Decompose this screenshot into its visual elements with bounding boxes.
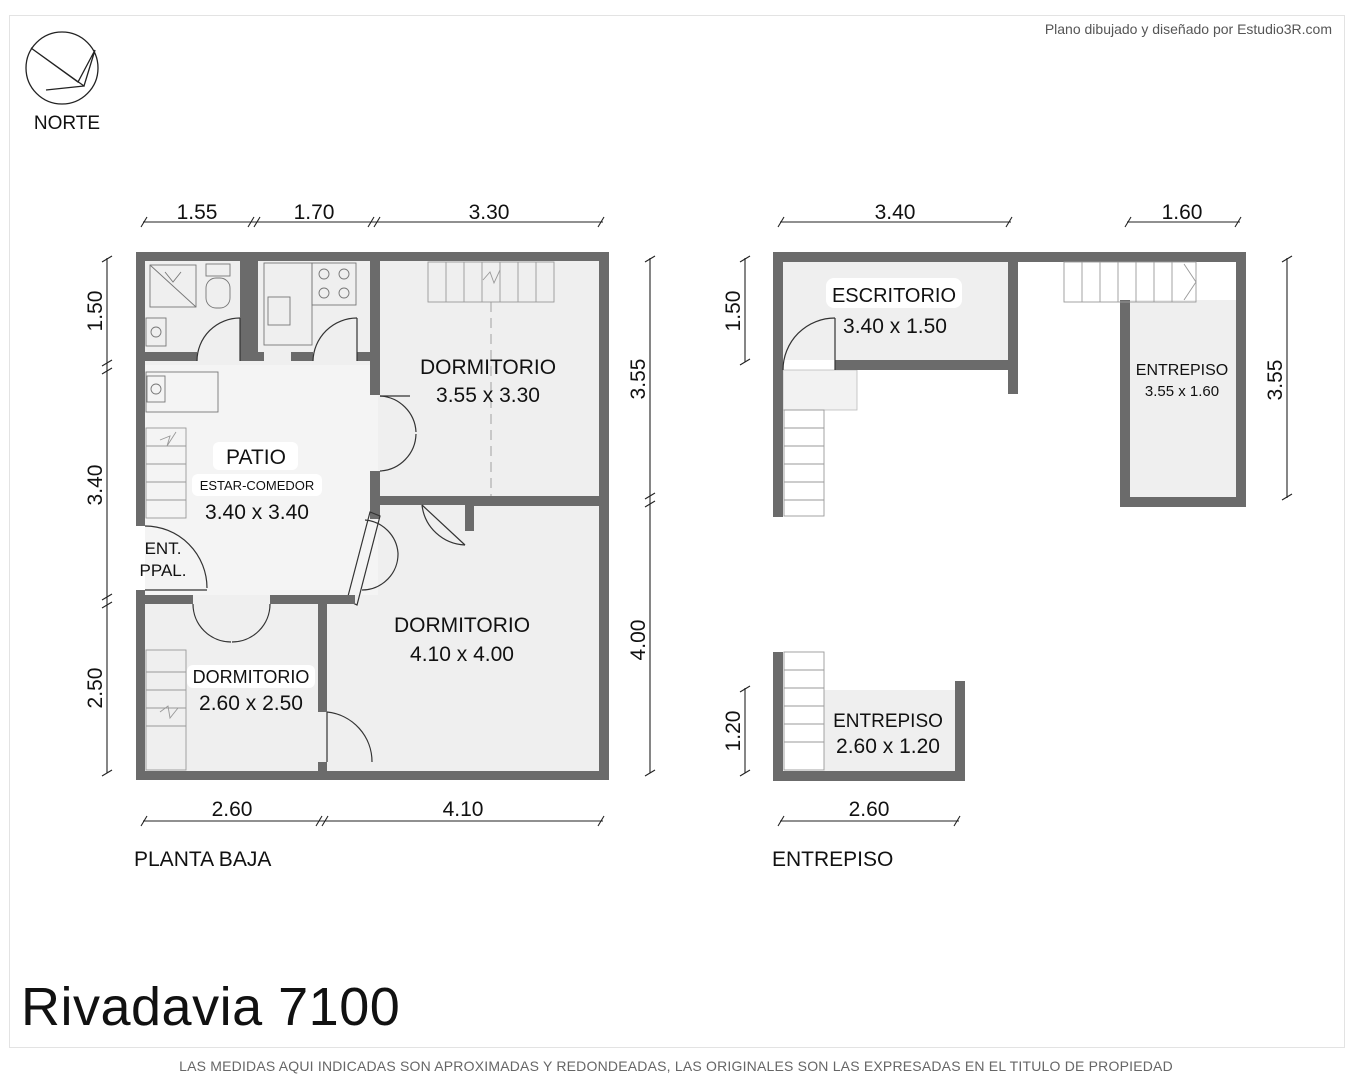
ep-entrepiso-bottom-size: 2.60 x 1.20: [836, 735, 940, 758]
pb-wall-east: [599, 252, 609, 780]
pb-wall-west-upper: [136, 252, 145, 526]
ep-escritorio-size: 3.40 x 1.50: [843, 315, 947, 338]
pb-dorm-sw-name: DORMITORIO: [193, 667, 310, 687]
ep-entrepiso-right-name: ENTREPISO: [1136, 362, 1228, 379]
ep-escritorio-name: ESCRITORIO: [832, 285, 956, 307]
ep-dim-top-1: 3.40: [875, 201, 916, 224]
disclaimer-text: LAS MEDIDAS AQUI INDICADAS SON APROXIMAD…: [179, 1058, 1173, 1074]
ep-dim-top-2: 1.60: [1162, 201, 1203, 224]
ep-wall-west: [773, 252, 783, 517]
ep-entrepiso-bottom-name: ENTREPISO: [833, 711, 943, 732]
pb-dorm-sw-size: 2.60 x 2.50: [199, 692, 303, 715]
pb-entrance-line1: ENT.: [145, 539, 182, 558]
pb-dim-top-2: 1.70: [294, 201, 335, 224]
property-address: Rivadavia 7100: [21, 977, 401, 1037]
pb-dim-bottom-1: 2.60: [212, 798, 253, 821]
pb-wall-north: [136, 252, 609, 261]
pb-dim-left-2: 3.40: [84, 465, 107, 506]
ep-dim-right-1: 3.55: [1264, 360, 1287, 401]
pb-dim-left-3: 2.50: [84, 668, 107, 709]
ep-dim-left-1: 1.50: [722, 291, 745, 332]
pb-dim-right-1: 3.55: [627, 359, 650, 400]
planta-baja-plan: [136, 252, 609, 780]
ep-entrepiso-right-size: 3.55 x 1.60: [1145, 383, 1219, 400]
pb-dorm-ne-size: 3.55 x 3.30: [436, 384, 540, 407]
pb-plan-title: PLANTA BAJA: [134, 848, 271, 871]
pb-entrance-line2: PPAL.: [140, 561, 187, 580]
pb-wall-south: [136, 771, 609, 780]
pb-dim-bottom-2: 4.10: [443, 798, 484, 821]
ep-dimension-lines: [739, 216, 1293, 827]
north-label: NORTE: [34, 113, 100, 134]
pb-wall-west-lower: [136, 590, 145, 780]
credit-text: Plano dibujado y diseñado por Estudio3R.…: [1044, 21, 1332, 37]
pb-dorm-se-name: DORMITORIO: [394, 614, 530, 637]
ep-wall-east: [1236, 252, 1246, 507]
ep-dim-left-2: 1.20: [722, 711, 745, 752]
pb-dim-top-3: 3.30: [469, 201, 510, 224]
pb-dim-left-1: 1.50: [84, 291, 107, 332]
pb-dim-right-2: 4.00: [627, 620, 650, 661]
ep-dim-bottom-1: 2.60: [849, 798, 890, 821]
pb-patio-name: PATIO: [226, 446, 286, 469]
north-arrow-icon: [25, 31, 99, 105]
entrepiso-plan: [773, 252, 1246, 781]
pb-dim-top-1: 1.55: [177, 201, 218, 224]
pb-patio-sub: ESTAR-COMEDOR: [200, 478, 315, 493]
pb-patio-size: 3.40 x 3.40: [205, 501, 309, 524]
pb-dimension-lines: [101, 216, 656, 827]
ep-plan-title: ENTREPISO: [772, 848, 893, 871]
pb-dorm-ne-name: DORMITORIO: [420, 356, 556, 379]
pb-dorm-se-size: 4.10 x 4.00: [410, 643, 514, 666]
page-frame: [9, 15, 1345, 1048]
